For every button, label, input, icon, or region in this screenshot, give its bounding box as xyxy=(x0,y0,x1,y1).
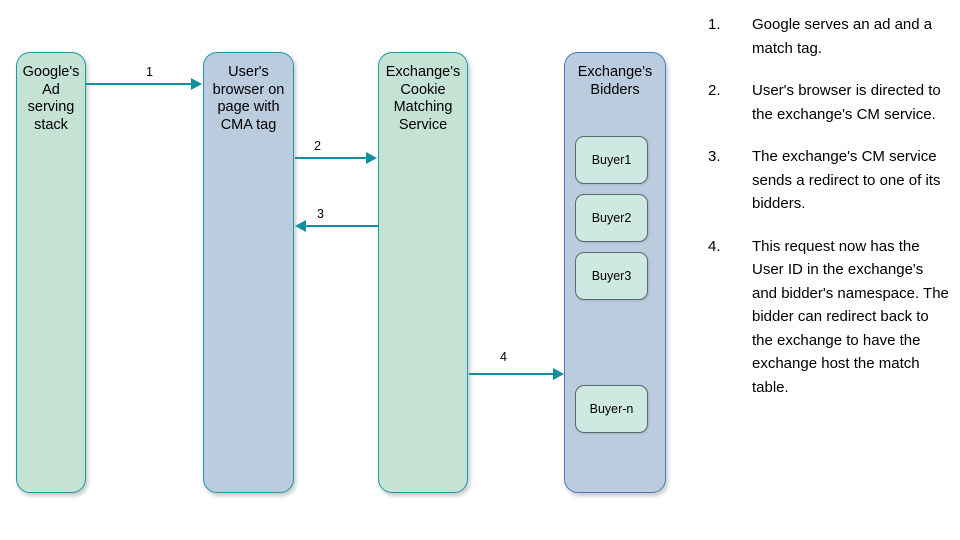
arrow-1-label: 1 xyxy=(146,65,153,79)
node-google-ad-serving-stack: Google's Ad serving stack xyxy=(16,52,86,493)
node-exchange-cookie-matching-service: Exchange's Cookie Matching Service xyxy=(378,52,468,493)
step-number: 3. xyxy=(708,148,721,165)
buyer-box: Buyer3 xyxy=(575,252,648,300)
step-number: 1. xyxy=(708,16,721,33)
buyer-label: Buyer-n xyxy=(589,402,634,416)
node-browser-label: User's browser on page with CMA tag xyxy=(212,64,285,133)
node-user-browser: User's browser on page with CMA tag xyxy=(203,52,294,493)
step-number: 4. xyxy=(708,237,721,255)
buyer-box: Buyer1 xyxy=(575,136,648,184)
buyer-label: Buyer1 xyxy=(591,153,632,167)
arrow-1-line xyxy=(86,83,192,85)
node-bidders-label: Exchange's Bidders xyxy=(577,64,653,98)
node-cms-label: Exchange's Cookie Matching Service xyxy=(385,64,461,133)
arrow-4-head-icon xyxy=(553,368,564,380)
step-number: 2. xyxy=(708,82,721,99)
buyer-label: Buyer2 xyxy=(591,211,632,225)
arrow-2-head-icon xyxy=(366,152,377,164)
steps-list: 1. Google serves an ad and a match tag. … xyxy=(708,13,952,418)
step-text: The exchange's CM service sends a redire… xyxy=(752,148,941,212)
list-item: 3. The exchange's CM service sends a red… xyxy=(708,145,952,216)
list-item: 4. This request now has the User ID in t… xyxy=(708,235,952,400)
arrow-1-head-icon xyxy=(191,78,202,90)
arrow-4-line xyxy=(469,373,554,375)
arrow-3-head-icon xyxy=(295,220,306,232)
buyer-box: Buyer2 xyxy=(575,194,648,242)
step-text: User's browser is directed to the exchan… xyxy=(752,82,941,123)
buyer-box: Buyer-n xyxy=(575,385,648,433)
arrow-3-label: 3 xyxy=(317,207,324,221)
arrow-3-line xyxy=(306,225,379,227)
buyer-label: Buyer3 xyxy=(591,269,632,283)
step-text: Google serves an ad and a match tag. xyxy=(752,16,933,57)
step-text: This request now has the User ID in the … xyxy=(752,237,949,396)
arrow-4-label: 4 xyxy=(500,350,507,364)
list-item: 2. User's browser is directed to the exc… xyxy=(708,79,952,126)
arrow-2-label: 2 xyxy=(314,139,321,153)
list-item: 1. Google serves an ad and a match tag. xyxy=(708,13,952,60)
arrow-2-line xyxy=(295,157,367,159)
node-google-label: Google's Ad serving stack xyxy=(22,64,80,133)
